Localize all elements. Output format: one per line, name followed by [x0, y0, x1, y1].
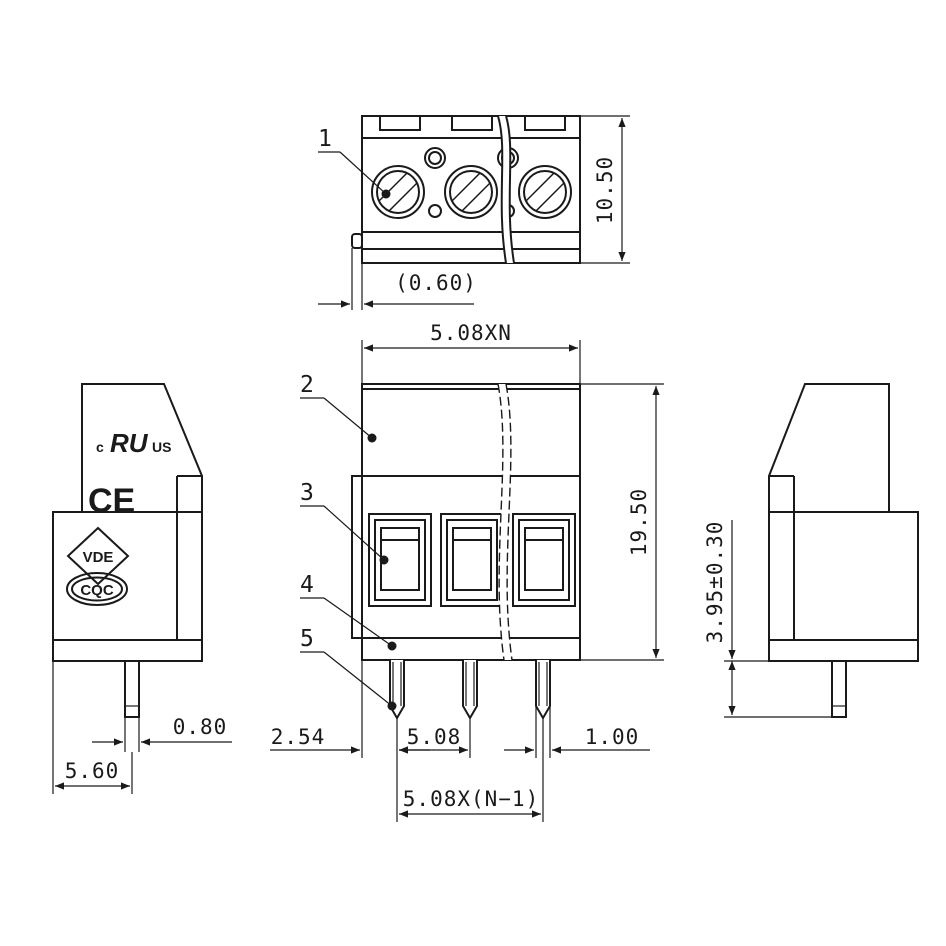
dim-front-height: 19.50 [627, 488, 651, 556]
callout-4: 4 [300, 572, 314, 598]
screw-2 [444, 165, 498, 219]
left-side-view: c RU US CE VDE CQC 0.80 5.60 [52, 383, 232, 794]
top-view: 10.50 (0.60) 1 [318, 115, 630, 310]
right-side-view: 3.95±0.30 [703, 383, 919, 718]
callout-1: 1 [318, 126, 332, 152]
dim-pin-width: 0.80 [173, 715, 228, 739]
dim-pitch: 5.08 [407, 725, 462, 749]
vde-text: VDE [83, 549, 114, 566]
ul-logo-text: RU [110, 428, 149, 458]
screw-1 [371, 165, 425, 219]
screw-3 [518, 165, 572, 219]
ul-logo: c RU US [96, 428, 171, 458]
dim-width-total: 5.08XN [430, 321, 512, 345]
dim-side-depth: 5.60 [65, 759, 120, 783]
callout-3: 3 [300, 480, 314, 506]
callout-5: 5 [300, 626, 314, 652]
dim-top-height: 10.50 [593, 156, 617, 224]
ul-us-text: US [152, 439, 171, 455]
dim-offset: (0.60) [395, 271, 477, 295]
wire-entry-2 [440, 513, 504, 607]
ul-c-text: c [96, 439, 104, 455]
pin-3 [535, 660, 551, 720]
ce-mark: CE [88, 482, 135, 520]
dim-pin-thickness: 1.00 [585, 725, 640, 749]
callout-2: 2 [300, 372, 314, 398]
dim-pitch-span: 5.08X(N−1) [403, 787, 539, 811]
cqc-mark: CQC [66, 572, 128, 606]
pin-2 [462, 660, 478, 720]
dim-side-height: 3.95±0.30 [703, 521, 727, 644]
vde-mark: VDE [66, 526, 130, 586]
wire-entry-3 [512, 513, 576, 607]
front-view: 5.08XN 19.50 2 3 4 5 2.54 5.08 [270, 321, 664, 822]
cqc-text: CQC [80, 582, 114, 599]
dim-edge-pitch: 2.54 [271, 725, 326, 749]
